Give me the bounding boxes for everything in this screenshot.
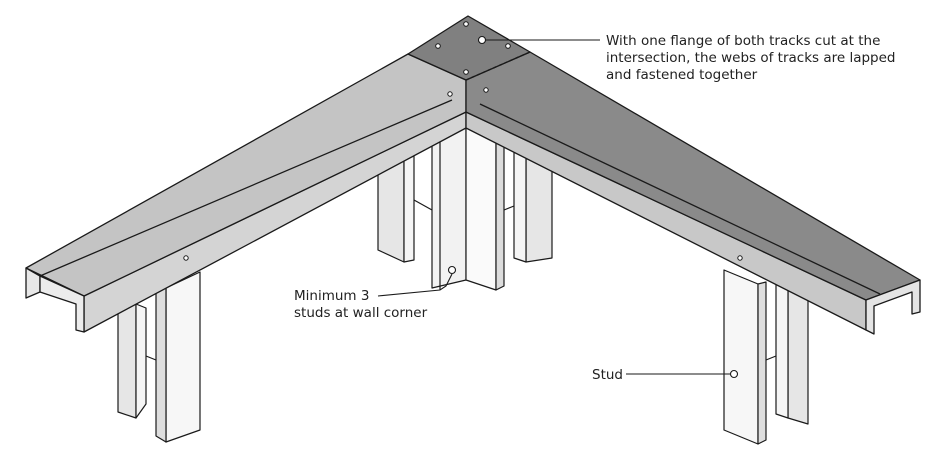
left-track xyxy=(25,53,467,333)
callout-lapped-webs: With one flange of both tracks cut at th… xyxy=(606,33,896,84)
left-stud-front-lip xyxy=(155,287,167,443)
fastener xyxy=(505,43,511,49)
fastener xyxy=(435,43,441,49)
corner-stud-web-line xyxy=(413,199,433,211)
fastener xyxy=(483,87,489,93)
leader-dot-lap xyxy=(477,35,487,45)
fastener xyxy=(183,255,189,261)
callout-corner-studs: Minimum 3 studs at wall corner xyxy=(294,288,427,322)
corner-stud-back-right-flange xyxy=(513,145,527,263)
right-track-end-flange xyxy=(865,279,921,335)
callout-line: Minimum 3 xyxy=(294,288,370,304)
left-track-end-return xyxy=(39,275,85,333)
callout-line: and fastened together xyxy=(606,67,758,83)
fastener xyxy=(737,255,743,261)
right-stud-front-lip xyxy=(757,281,767,445)
callout-line: With one flange of both tracks cut at th… xyxy=(606,33,881,49)
fastener xyxy=(463,69,469,75)
callout-line: Stud xyxy=(592,367,623,383)
left-stud-back xyxy=(117,303,137,419)
leader-line-corner xyxy=(377,273,453,297)
corner-stud-center-right xyxy=(465,115,497,291)
callout-stud: Stud xyxy=(592,367,623,384)
right-track-fold-line xyxy=(479,103,881,295)
right-stud-web-line xyxy=(765,355,777,361)
fastener xyxy=(463,21,469,27)
fasteners xyxy=(183,21,743,261)
lapped-web-plate xyxy=(407,15,531,81)
left-stud-web-line xyxy=(145,355,157,361)
corner-stud-web-line-right xyxy=(503,205,515,211)
leader-dot-stud xyxy=(729,369,739,379)
left-wall-studs xyxy=(117,271,201,443)
callout-line: studs at wall corner xyxy=(294,305,428,321)
fastener xyxy=(447,91,453,97)
leader-dot-corner xyxy=(447,265,457,275)
right-wall-studs xyxy=(723,269,809,445)
right-stud-back-flange xyxy=(775,277,789,419)
left-stud-back-flange xyxy=(135,303,147,419)
leader-lines xyxy=(377,35,739,379)
right-track xyxy=(465,51,921,335)
right-stud-front-web xyxy=(723,269,759,445)
lapped-web-intersection xyxy=(407,15,531,81)
left-stud-front-web xyxy=(165,271,201,443)
callout-line: intersection, the webs of tracks are lap… xyxy=(606,50,896,66)
corner-stud-back-left-flange xyxy=(403,155,415,263)
left-track-fold-line xyxy=(39,99,453,277)
corner-stud-center-lip xyxy=(495,125,505,291)
right-stud-back xyxy=(787,281,809,425)
